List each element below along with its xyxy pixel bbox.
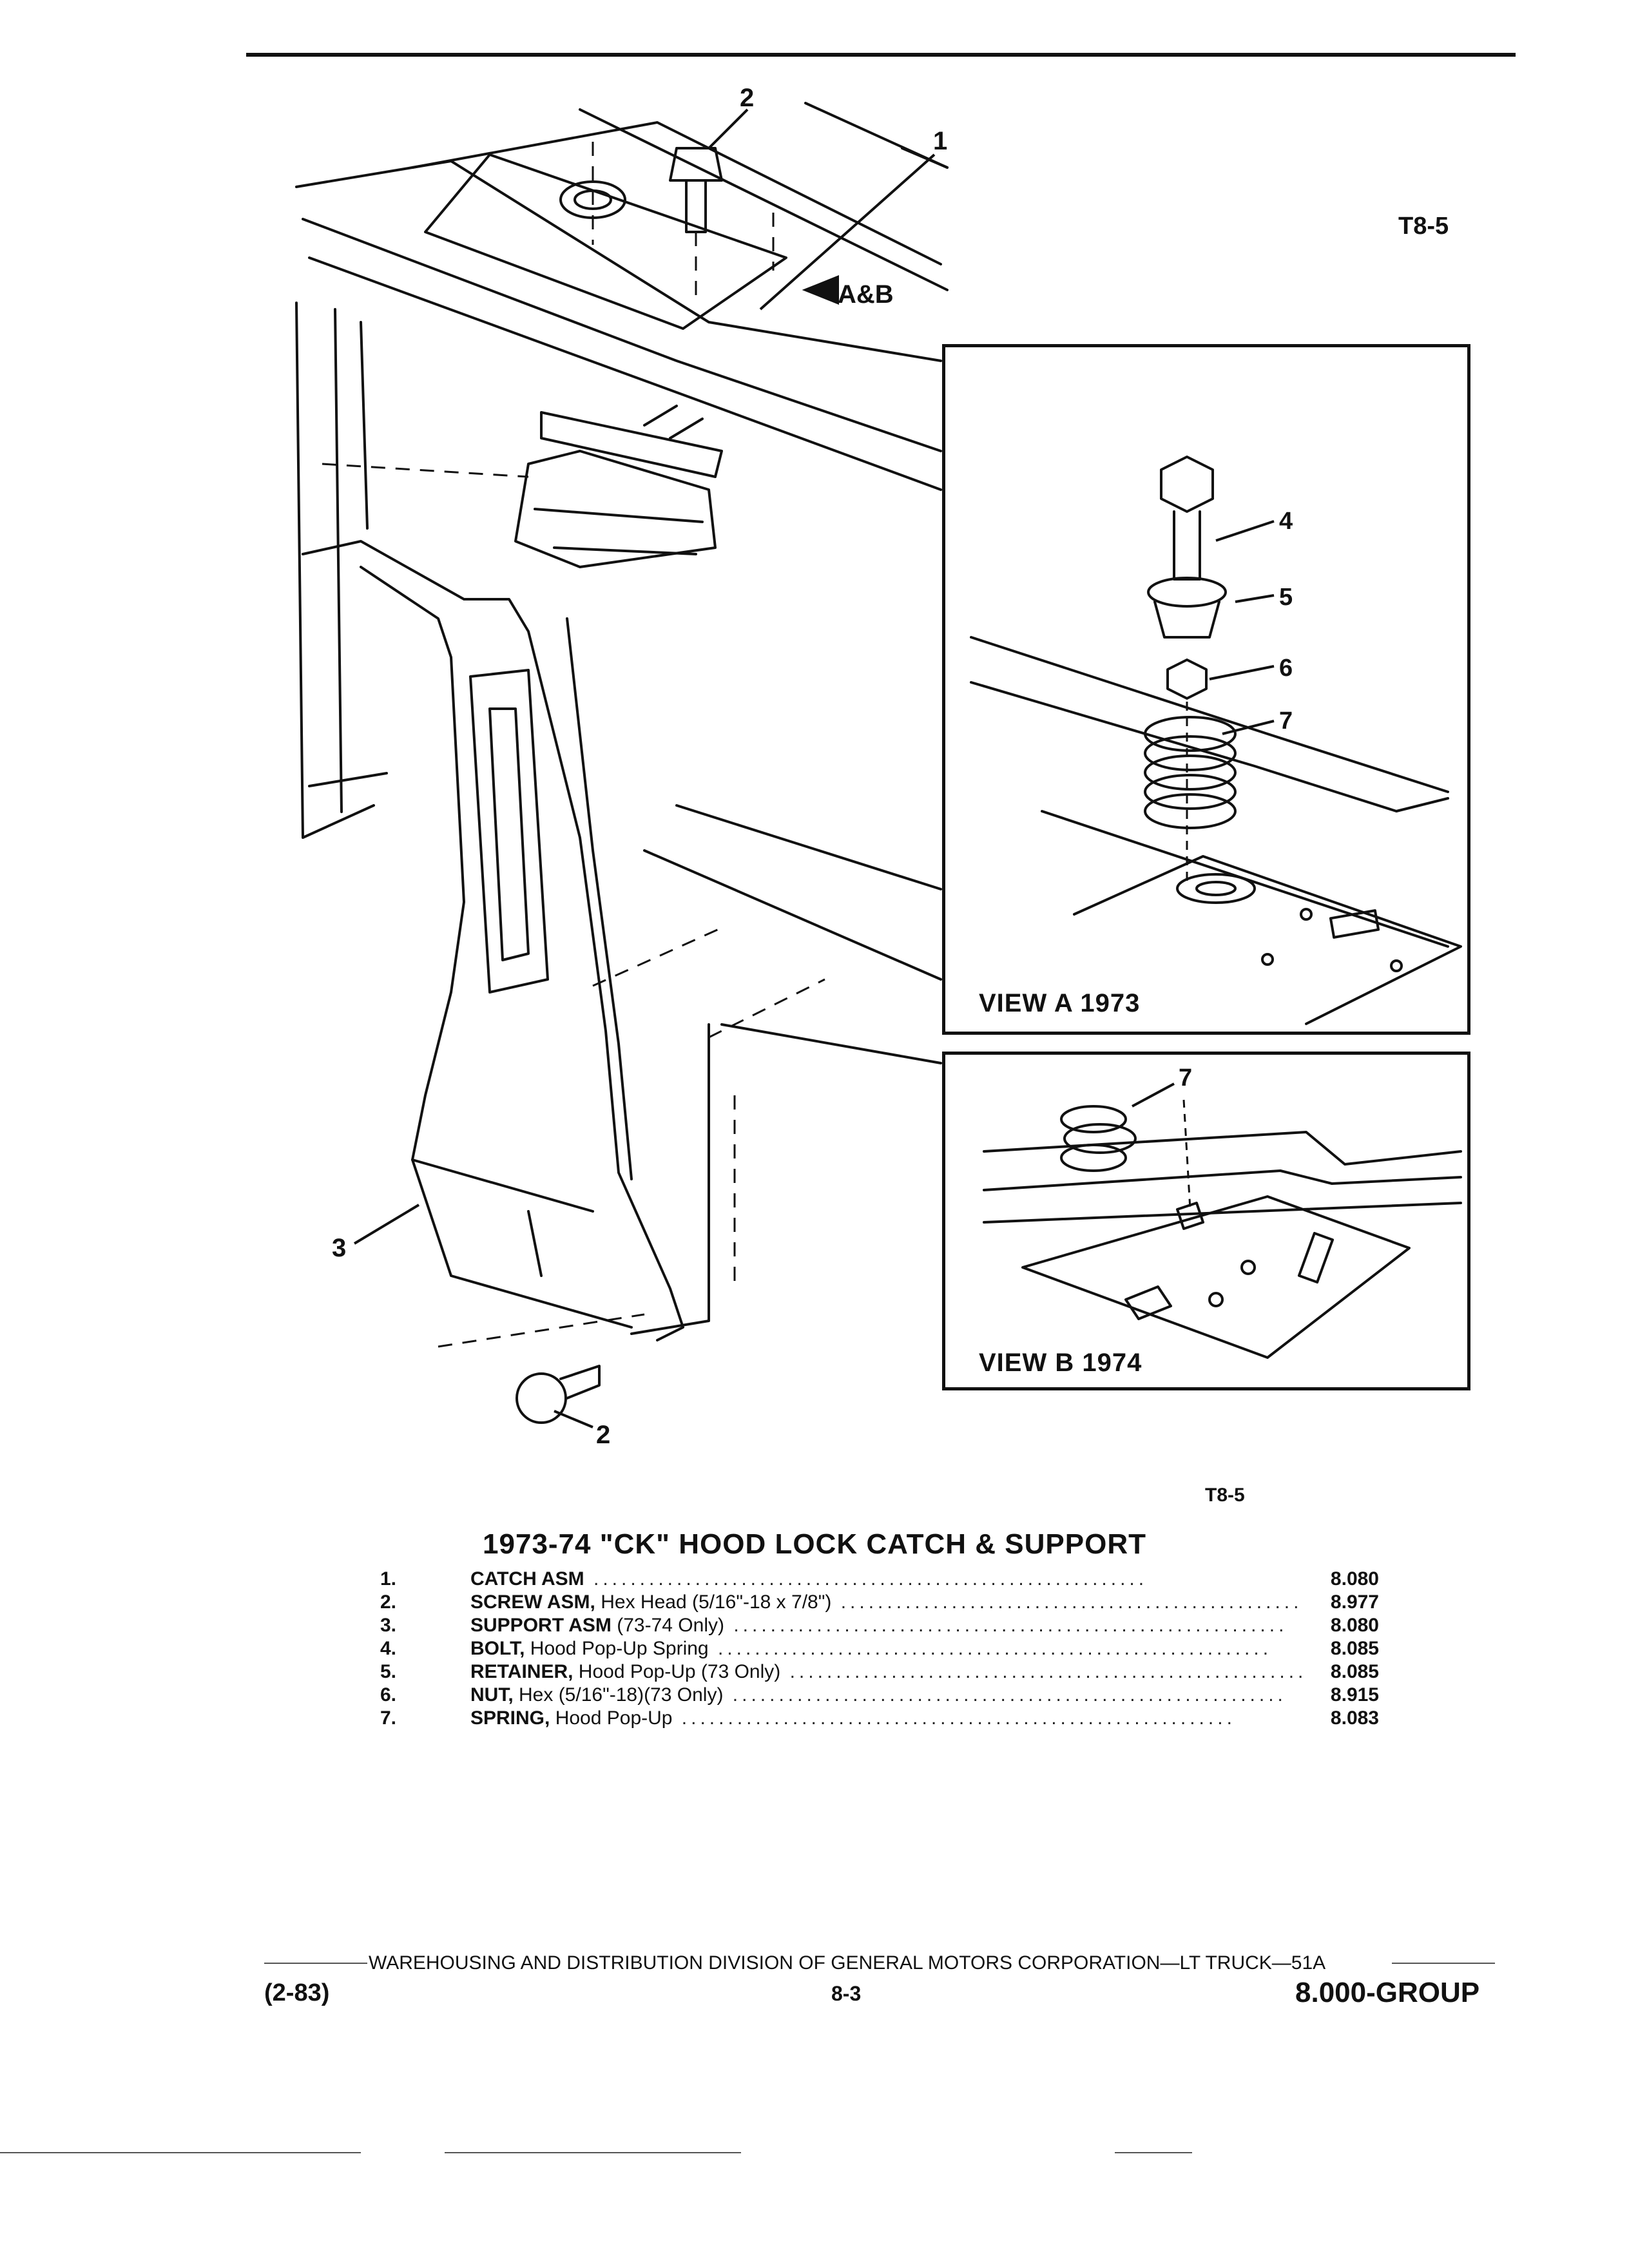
figure-code-bottom: T8-5 bbox=[1205, 1485, 1245, 1506]
part-group-code: 8.915 bbox=[1330, 1684, 1379, 1706]
part-row: 2. SCREW ASM, Hex Head (5/16"-18 x 7/8") … bbox=[380, 1591, 1379, 1615]
callout-6: 6 bbox=[1279, 655, 1293, 682]
part-description: Hex Head (5/16"-18 x 7/8") bbox=[595, 1591, 832, 1613]
part-description: (73-74 Only) bbox=[611, 1615, 724, 1636]
view-b-label: VIEW B 1974 bbox=[979, 1349, 1142, 1377]
leader-dots: ........................................… bbox=[672, 1707, 1236, 1729]
part-number: 1. bbox=[380, 1568, 397, 1590]
part-number: 7. bbox=[380, 1707, 397, 1729]
callout-7-view-a: 7 bbox=[1279, 707, 1293, 735]
hood-lock-drawing: 2 1 3 2 A&B bbox=[295, 84, 949, 1449]
part-row: 4. BOLT, Hood Pop-Up Spring .............… bbox=[380, 1638, 1379, 1661]
part-description-cell: SPRING, Hood Pop-Up ....................… bbox=[470, 1707, 1302, 1729]
callout-3: 3 bbox=[332, 1234, 346, 1262]
view-b-panel: 7 VIEW B 1974 bbox=[942, 1052, 1470, 1390]
view-a-label: VIEW A 1973 bbox=[979, 989, 1141, 1017]
view-a-drawing: 4 5 6 7 bbox=[970, 456, 1462, 1025]
scan-edge-mark bbox=[0, 2152, 361, 2153]
ref-arrow-label: A&B bbox=[838, 280, 894, 309]
callout-2-bottom: 2 bbox=[596, 1421, 610, 1449]
part-number: 2. bbox=[380, 1591, 397, 1613]
part-description-cell: RETAINER, Hood Pop-Up (73 Only) ........… bbox=[470, 1661, 1302, 1683]
page-title: 1973-74 "CK" HOOD LOCK CATCH & SUPPORT bbox=[483, 1528, 1146, 1560]
part-row: 7. SPRING, Hood Pop-Up ..................… bbox=[380, 1707, 1379, 1731]
part-group-code: 8.080 bbox=[1330, 1568, 1379, 1590]
footer-group: 8.000-GROUP bbox=[1295, 1977, 1480, 2008]
part-name: NUT, bbox=[470, 1684, 514, 1706]
part-group-code: 8.977 bbox=[1330, 1591, 1379, 1613]
part-group-code: 8.085 bbox=[1330, 1661, 1379, 1682]
part-name: RETAINER, bbox=[470, 1661, 574, 1682]
part-row: 6. NUT, Hex (5/16"-18)(73 Only) .........… bbox=[380, 1684, 1379, 1707]
part-number: 4. bbox=[380, 1638, 397, 1659]
view-a-panel: 4 5 6 7 VIEW A 1973 bbox=[942, 344, 1470, 1035]
leader-dots: ........................................… bbox=[724, 1615, 1288, 1636]
part-name: CATCH ASM bbox=[470, 1568, 584, 1590]
leader-dots: ........................................… bbox=[723, 1684, 1287, 1706]
part-name: SUPPORT ASM bbox=[470, 1615, 612, 1636]
part-group-code: 8.085 bbox=[1330, 1638, 1379, 1659]
part-name: BOLT, bbox=[470, 1638, 525, 1659]
part-row: 3. SUPPORT ASM (73-74 Only) .............… bbox=[380, 1615, 1379, 1638]
callout-5: 5 bbox=[1279, 584, 1293, 611]
part-description-cell: BOLT, Hood Pop-Up Spring ...............… bbox=[470, 1638, 1302, 1660]
view-b-drawing: 7 bbox=[983, 1064, 1462, 1359]
part-name: SCREW ASM, bbox=[470, 1591, 595, 1613]
part-description-cell: NUT, Hex (5/16"-18)(73 Only) ...........… bbox=[470, 1684, 1302, 1706]
part-description: Hood Pop-Up Spring bbox=[525, 1638, 709, 1659]
figure-code-top: T8-5 bbox=[1398, 213, 1449, 240]
callout-4: 4 bbox=[1279, 508, 1293, 535]
part-name: SPRING, bbox=[470, 1707, 550, 1729]
part-number: 6. bbox=[380, 1684, 397, 1706]
leader-dots: ........................................… bbox=[840, 1591, 1302, 1613]
part-description: Hood Pop-Up (73 Only) bbox=[573, 1661, 781, 1682]
callout-2-top: 2 bbox=[740, 84, 754, 112]
part-description-cell: SUPPORT ASM (73-74 Only) ...............… bbox=[470, 1615, 1302, 1637]
part-description: Hood Pop-Up bbox=[550, 1707, 673, 1729]
top-rule bbox=[246, 53, 1516, 57]
leader-dots: ........................................… bbox=[584, 1568, 1148, 1590]
callout-1: 1 bbox=[933, 127, 947, 155]
footer-rule-left bbox=[264, 1963, 367, 1964]
part-row: 5. RETAINER, Hood Pop-Up (73 Only) ......… bbox=[380, 1661, 1379, 1684]
part-row: 1. CATCH ASM ............................… bbox=[380, 1568, 1379, 1591]
leader-dots: ........................................… bbox=[708, 1638, 1273, 1659]
footer-date: (2-83) bbox=[264, 1979, 330, 2006]
footer-rule-right bbox=[1392, 1963, 1495, 1964]
scan-edge-mark bbox=[1115, 2152, 1192, 2153]
footer-page-number: 8-3 bbox=[831, 1982, 862, 2005]
part-description-cell: SCREW ASM, Hex Head (5/16"-18 x 7/8") ..… bbox=[470, 1591, 1302, 1613]
part-number: 5. bbox=[380, 1661, 397, 1682]
leader-dots: ........................................… bbox=[780, 1661, 1302, 1682]
parts-list: 1. CATCH ASM ............................… bbox=[380, 1568, 1379, 1731]
part-group-code: 8.083 bbox=[1330, 1707, 1379, 1729]
part-group-code: 8.080 bbox=[1330, 1615, 1379, 1636]
part-description: Hex (5/16"-18)(73 Only) bbox=[513, 1684, 724, 1706]
part-description-cell: CATCH ASM ..............................… bbox=[470, 1568, 1302, 1590]
scan-edge-mark bbox=[445, 2152, 741, 2153]
callout-7-view-b: 7 bbox=[1179, 1064, 1192, 1091]
part-number: 3. bbox=[380, 1615, 397, 1636]
footer-publisher-line: WAREHOUSING AND DISTRIBUTION DIVISION OF… bbox=[369, 1952, 1326, 1974]
